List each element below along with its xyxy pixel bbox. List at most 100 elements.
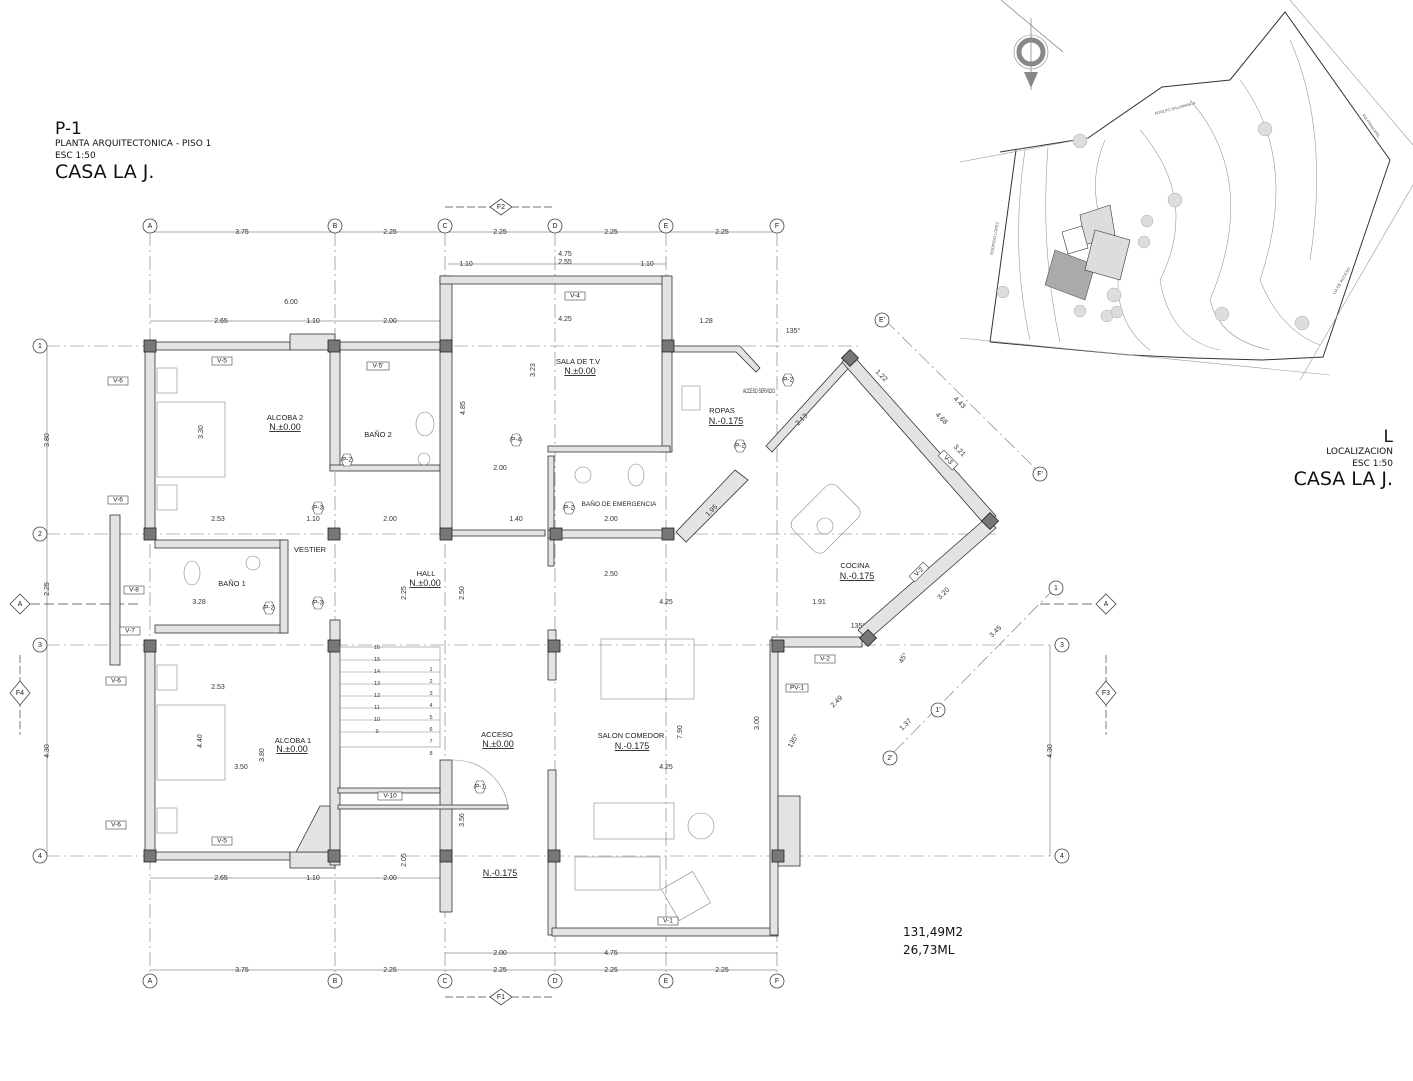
svg-text:D: D	[552, 223, 557, 230]
dimension: 4.75	[604, 950, 618, 957]
stair-step-number: 9	[375, 729, 378, 735]
door-tag: P-2	[562, 501, 576, 515]
grid-bubble-e: E	[658, 218, 674, 234]
grid-bubble-3: 3	[32, 637, 48, 653]
dimension: 2.00	[383, 318, 397, 325]
dimension: 3.45	[989, 625, 1004, 640]
angle-label: 135°	[786, 327, 801, 335]
room-level: N.-0.175	[615, 741, 650, 751]
dimension: 1.37	[899, 718, 914, 733]
dimension: 3.20	[937, 587, 952, 602]
dimension: 4.25	[659, 599, 673, 606]
svg-text:V-10: V-10	[383, 793, 397, 800]
door-tag: P-2	[733, 439, 747, 453]
toilet-icon	[415, 411, 435, 437]
walls	[109, 275, 1000, 937]
grid-bubble-2-prime: 2'	[882, 750, 898, 766]
angle-label: 45°	[897, 651, 909, 664]
grid-bubble-c-bottom: C	[437, 973, 453, 989]
sheet-subtitle: PLANTA ARQUITECTONICA - PISO 1	[55, 139, 211, 149]
sink-icon	[417, 452, 431, 466]
window-tag: PV-1	[785, 683, 809, 693]
dimension: 4.25	[558, 316, 572, 323]
svg-text:E': E'	[879, 317, 885, 324]
window-tags: V-5 V-5' V-4 V-6 V-6 V-6 V-6 V-8 V-7 V-5…	[105, 291, 959, 926]
room-name: VESTIER	[294, 545, 327, 554]
svg-text:P-2: P-2	[735, 443, 746, 450]
bed-icon	[156, 401, 226, 478]
dimension: 4.30	[1047, 744, 1054, 758]
furniture	[156, 367, 861, 921]
stair-step-number: 2	[429, 679, 432, 685]
dimension: 3.75	[235, 229, 249, 236]
dimension: 3.00	[754, 716, 761, 730]
toilet-icon	[183, 560, 201, 586]
svg-text:P-2: P-2	[783, 377, 794, 384]
grid-bubble-1-prime-b: 1	[1048, 580, 1064, 596]
room-level: N.±0.00	[564, 366, 595, 376]
dimension: 2.00	[383, 875, 397, 882]
title-block: P-1 PLANTA ARQUITECTONICA - PISO 1 ESC 1…	[55, 119, 211, 183]
window-tag: V-5	[211, 836, 233, 846]
svg-text:V-6: V-6	[111, 822, 121, 829]
dimension: 1.10	[306, 516, 320, 523]
dimension: 4.75	[558, 251, 572, 258]
svg-text:F3: F3	[1102, 690, 1110, 697]
window-tag: V-6	[105, 676, 127, 686]
dimension: 4.30	[44, 744, 51, 758]
dimension: 3.75	[235, 967, 249, 974]
dimension: 4.40	[197, 734, 204, 748]
room-name: SALA DE T.V	[556, 357, 600, 366]
street-label: ADOLFO SALAMANCA	[1154, 100, 1196, 116]
dimension: 2.25	[401, 586, 408, 600]
stair-step-number: 16	[374, 645, 380, 651]
section-marker-a-right: A	[1095, 593, 1117, 615]
dimension: 2.05	[401, 853, 408, 867]
svg-text:A: A	[148, 223, 153, 230]
grid-bubble-a-bottom: A	[142, 973, 158, 989]
dimension: 2.25	[604, 229, 618, 236]
grid-bubbles: A B C D E F A B C D E F 1 2 3 4 3 4 E' F…	[32, 218, 1070, 989]
room-labels: ALCOBA 2 N.±0.00 BAÑO 2 SALA DE T.V N.±0…	[218, 357, 874, 878]
dimension: 2.49	[830, 695, 845, 710]
door-tag: P-3	[311, 596, 325, 610]
toilet-icon	[627, 463, 645, 487]
dimension: 1.28	[699, 318, 713, 325]
grid-bubble-4: 4	[32, 848, 48, 864]
svg-text:V-2: V-2	[820, 656, 830, 663]
location-subtitle: LOCALIZACION	[1326, 447, 1393, 457]
dimension: 3.30	[198, 425, 205, 439]
site-location-plan: ADOLFO SALAMANCA VIA PRINCIPAL VIA DE AC…	[959, 0, 1413, 381]
svg-text:P-2: P-2	[564, 505, 575, 512]
window-tag: V-10	[377, 791, 403, 801]
washer-icon	[681, 385, 701, 411]
window-tag: V-5'	[366, 361, 390, 371]
dimension: 2.53	[211, 516, 225, 523]
room-name: HALL	[417, 569, 436, 578]
svg-text:3: 3	[1060, 642, 1064, 649]
dining-table-icon	[600, 638, 695, 700]
svg-text:3: 3	[38, 642, 42, 649]
sink-icon	[245, 555, 261, 571]
dimension: 4.25	[659, 764, 673, 771]
stair-step-number: 5	[429, 715, 432, 721]
grid-bubble-d-bottom: D	[547, 973, 563, 989]
angle-label: 135°	[786, 733, 800, 750]
dimension: 2.25	[715, 229, 729, 236]
dimension: 2.55	[558, 259, 572, 266]
stair-step-number: 1	[429, 667, 432, 673]
stair-step-number: 12	[374, 693, 380, 699]
sofa-icon	[574, 856, 661, 891]
room-name: ALCOBA 2	[267, 413, 303, 422]
dimension: 2.00	[604, 516, 618, 523]
door-tag: P-2	[262, 601, 276, 615]
sink-icon	[574, 466, 592, 484]
dimension: 2.25	[493, 967, 507, 974]
stove-icon	[816, 517, 834, 535]
exterior-level: N.-0.175	[483, 868, 518, 878]
sofa-icon	[593, 802, 675, 840]
dimension: 4.43	[952, 396, 967, 411]
room-level: N.-0.175	[840, 571, 875, 581]
dimension: 3.21	[952, 444, 967, 459]
